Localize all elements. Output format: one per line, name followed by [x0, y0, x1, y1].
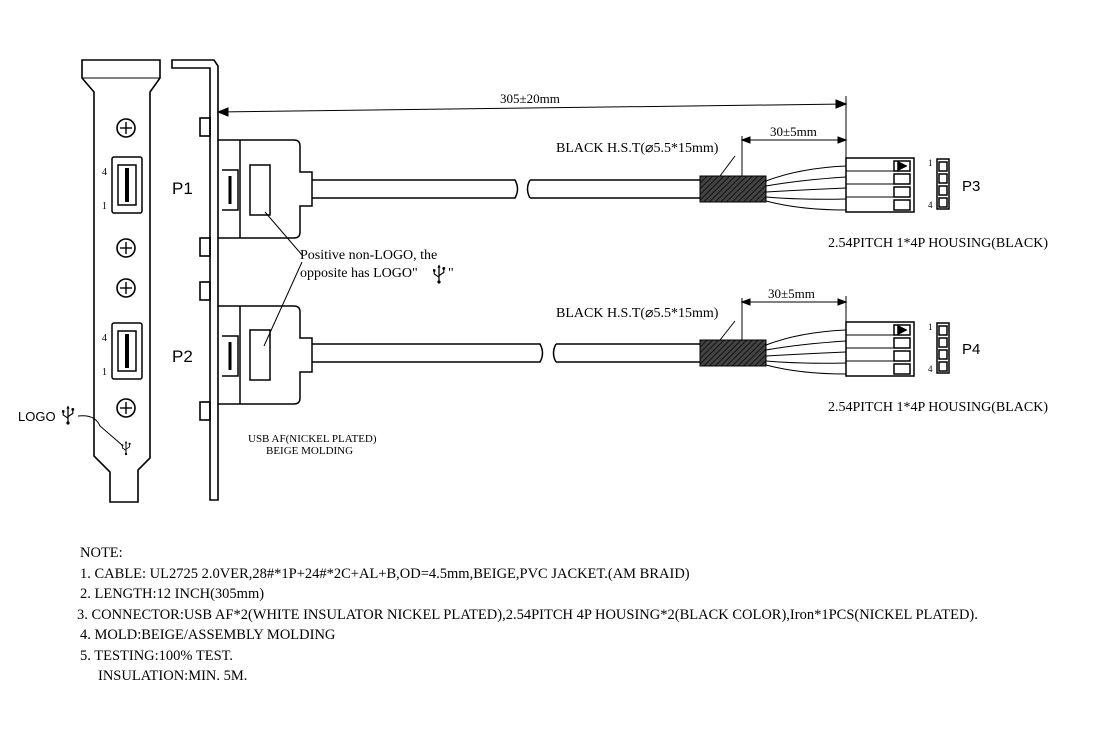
hst-label-top: BLACK H.S.T(⌀5.5*15mm) [556, 141, 719, 156]
dimension-total [216, 96, 848, 158]
cable-bottom [312, 343, 700, 363]
hst-label-bottom: BLACK H.S.T(⌀5.5*15mm) [556, 306, 719, 321]
usb-af-label: USB AF(NICKEL PLATED) [248, 433, 377, 445]
pin-label: 1 [102, 367, 107, 378]
pin-label: 4 [928, 364, 933, 374]
pin-label: 4 [102, 167, 107, 178]
housing-label-p4: 2.54PITCH 1*4P HOUSING(BLACK) [828, 400, 1048, 415]
usb-af-connector-p1 [218, 139, 313, 239]
arrowhead-icon [837, 298, 848, 306]
note-item: 4. MOLD:BEIGE/ASSEMBLY MOLDING [80, 627, 336, 643]
arrowhead-icon [740, 136, 751, 144]
housing-p4 [845, 321, 950, 377]
notes-title: NOTE: [80, 545, 123, 561]
dimension-p4-label: 30±5mm [768, 286, 815, 301]
logo-note-end: " [448, 266, 454, 281]
cable-top [312, 179, 700, 199]
port-label-p1: P1 [172, 179, 193, 198]
usb-port-bottom [111, 322, 143, 380]
pin-label: 4 [928, 200, 933, 210]
note-item: 1. CABLE: UL2725 2.0VER,28#*1P+24#*2C+AL… [80, 565, 690, 582]
arrowhead-icon [837, 136, 848, 144]
dimension-p4 [740, 296, 848, 340]
port-label-p2: P2 [172, 347, 193, 366]
pin-label: 1 [928, 322, 933, 332]
usb-trident-icon [120, 440, 132, 456]
dimension-total-label: 305±20mm [500, 91, 560, 106]
port-label-p3: P3 [962, 178, 980, 195]
screw-head-icon [116, 238, 136, 258]
screw-head-icon [116, 118, 136, 138]
wires-bottom [765, 329, 847, 375]
housing-p3 [845, 157, 950, 213]
housing-label-p3: 2.54PITCH 1*4P HOUSING(BLACK) [828, 236, 1048, 251]
dimension-p3 [740, 136, 848, 176]
heat-shrink-bottom [699, 339, 767, 367]
logo-note: Positive non-LOGO, the [300, 248, 437, 263]
arrowhead-icon [835, 99, 848, 109]
pin-label: 4 [102, 333, 107, 344]
note-item: 2. LENGTH:12 INCH(305mm) [80, 586, 265, 602]
logo-note: opposite has LOGO" [300, 266, 418, 281]
arrowhead-icon [216, 107, 229, 117]
usb-af-connector-p2 [218, 305, 313, 405]
note-item: 3. CONNECTOR:USB AF*2(WHITE INSULATOR NI… [77, 606, 978, 623]
note-item: 5. TESTING:100% TEST. [80, 647, 234, 664]
screw-head-icon [116, 398, 136, 418]
usb-af-label: BEIGE MOLDING [266, 445, 353, 457]
bracket-side-view [171, 59, 219, 501]
port-label-p4: P4 [962, 341, 980, 358]
usb-trident-icon [432, 263, 446, 285]
note-item: INSULATION:MIN. 5M. [98, 668, 248, 684]
notes-block: NOTE: 1. CABLE: UL2725 2.0VER,28#*1P+24#… [77, 543, 1090, 687]
dimension-p3-label: 30±5mm [770, 124, 817, 139]
pin-label: 1 [102, 201, 107, 212]
logo-label: LOGO [18, 409, 56, 424]
arrowhead-icon [740, 298, 751, 306]
usb-trident-icon [61, 405, 75, 425]
wires-top [765, 165, 847, 211]
usb-port-top [111, 156, 143, 214]
heat-shrink-top [699, 175, 767, 203]
screw-head-icon [116, 278, 136, 298]
pin-label: 1 [928, 158, 933, 168]
bracket-front-view [81, 59, 161, 503]
cable-drawing: 4 1 4 1 LOGO P1 P2 Positive non-LOGO, th… [18, 59, 1048, 503]
